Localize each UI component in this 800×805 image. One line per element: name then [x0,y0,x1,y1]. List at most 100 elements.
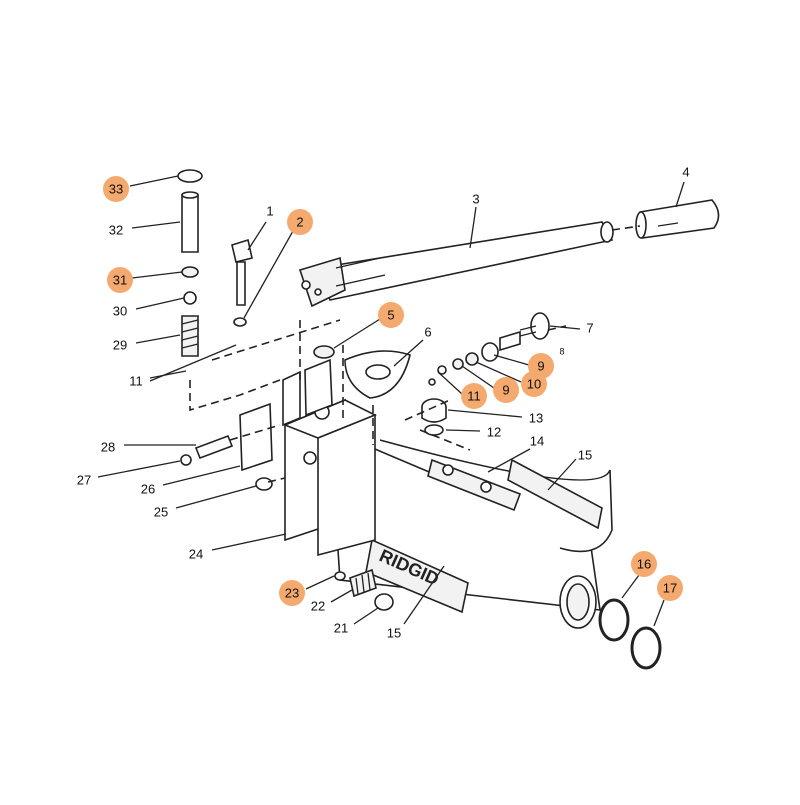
callout-5: 5 [378,302,404,328]
callout-number: 33 [109,182,123,197]
leader-line-12 [445,429,481,432]
callout-number: 26 [141,482,155,497]
leader-line-7 [549,325,581,330]
callout-25: 25 [154,505,168,520]
leader-line-14 [487,448,531,473]
callout-23: 23 [279,580,305,606]
callout-number: 28 [101,440,115,455]
callout-11: 11 [461,383,487,409]
callout-13: 13 [529,411,543,426]
leader-line-27 [97,460,181,478]
callout-number: 25 [154,505,168,520]
callout-10: 10 [521,371,547,397]
plunger-stack [177,169,203,357]
leader-line-13 [447,409,523,418]
leader-line-26 [162,465,241,486]
callout-12: 12 [487,425,501,440]
callout-6: 6 [424,325,431,340]
callout-22: 22 [311,599,325,614]
fill-plug [421,398,447,436]
callout-number: 16 [637,557,651,572]
callout-number: 21 [334,621,348,636]
callout-number: 3 [472,192,479,207]
callout-highlight [631,551,657,577]
callout-29: 29 [113,338,127,353]
leader-line-3 [469,206,477,249]
callout-9: 9 [493,377,519,403]
leader-line-17 [653,599,665,627]
callout-number: 1 [266,204,273,219]
callout-number: 11 [467,389,481,404]
callout-24: 24 [189,547,203,562]
leader-line-22 [330,589,353,603]
seal-rings [598,598,662,670]
callout-number: 29 [113,338,127,353]
callout-number: 27 [77,473,91,488]
callout-number: 11 [129,374,143,389]
callout-3: 3 [472,192,479,207]
pump-base-block [282,398,377,557]
callout-15: 15 [578,448,592,463]
lower-plugs [334,568,394,611]
callout-highlight [107,267,133,293]
callout-11: 11 [129,374,143,389]
leader-line-16 [621,574,640,599]
callout-number: 31 [113,273,127,288]
callout-number: 6 [424,325,431,340]
handle-grip [635,199,720,239]
callout-4: 4 [682,165,689,180]
callout-33: 33 [103,176,129,202]
leader-line-5 [333,318,381,349]
handle-bolt [231,238,253,327]
callout-21: 21 [334,621,348,636]
leader-line-4 [675,181,685,208]
callout-8: 8 [559,347,564,357]
callout-26: 26 [141,482,155,497]
callout-2: 2 [287,209,313,235]
callout-32: 32 [109,223,123,238]
callout-27: 27 [77,473,91,488]
pin-assembly [180,434,234,466]
callout-17: 17 [657,575,683,601]
gasket [344,350,411,399]
plunger-bracket [282,345,335,427]
leader-line-30 [135,297,185,310]
side-plug [255,477,273,491]
callout-number: 30 [113,304,127,319]
callout-number: 14 [530,434,544,449]
leader-line-1 [247,221,267,251]
callout-number: 23 [285,586,299,601]
pump-handle [298,221,614,308]
callout-number: 24 [189,547,203,562]
leader-line-6 [393,339,424,367]
callout-number: 8 [559,347,564,357]
callout-number: 9 [537,359,544,374]
callout-highlight [103,176,129,202]
callout-number: 15 [387,626,401,641]
callout-number: 17 [663,581,677,596]
callout-28: 28 [101,440,115,455]
callout-number: 2 [296,215,303,230]
callout-highlight [493,377,519,403]
callout-highlight [657,575,683,601]
leader-line-11-b [149,344,237,382]
callout-number: 32 [109,223,123,238]
leader-line-24 [211,533,287,551]
callout-number: 12 [487,425,501,440]
leader-line-15 [403,565,445,625]
callout-number: 15 [578,448,592,463]
leader-line-11 [149,370,187,379]
assembly-guide-lines [189,225,641,483]
callout-highlight [461,383,487,409]
callout-16: 16 [631,551,657,577]
leader-line-11 [437,371,463,395]
leader-line-9 [493,354,530,366]
callout-highlight [287,209,313,235]
callout-highlight [279,580,305,606]
leader-line-15 [547,458,577,491]
callout-number: 22 [311,599,325,614]
callout-number: 4 [682,165,689,180]
leader-line-9 [461,365,495,389]
callout-31: 31 [107,267,133,293]
